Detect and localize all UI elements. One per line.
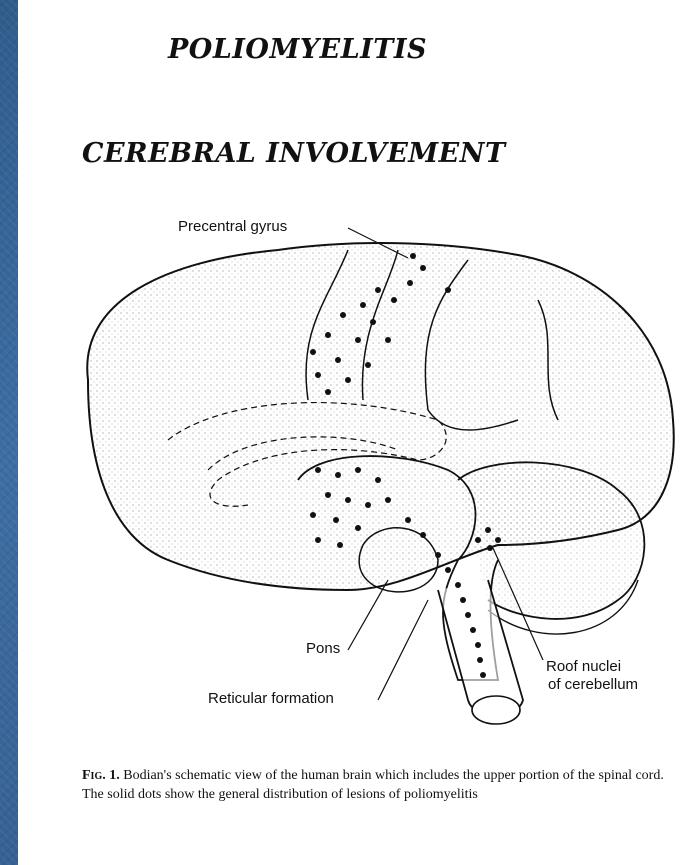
- label-pons: Pons: [306, 640, 340, 657]
- leader-reticular: [378, 600, 428, 700]
- label-precentral-gyrus: Precentral gyrus: [178, 218, 287, 235]
- figure-caption: Fig. 1. Bodian's schematic view of the h…: [82, 766, 682, 804]
- document-page: POLIOMYELITIS CEREBRAL INVOLVEMENT: [18, 0, 697, 865]
- caption-figure-number: Fig. 1.: [82, 768, 120, 783]
- caption-text: Bodian's schematic view of the human bra…: [82, 768, 664, 802]
- label-reticular-formation: Reticular formation: [208, 690, 334, 707]
- brain-illustration: [18, 0, 697, 865]
- label-roof-nuclei: Roof nuclei: [546, 658, 621, 675]
- label-of-cerebellum: of cerebellum: [548, 676, 638, 693]
- spinal-cord-section: [472, 696, 520, 724]
